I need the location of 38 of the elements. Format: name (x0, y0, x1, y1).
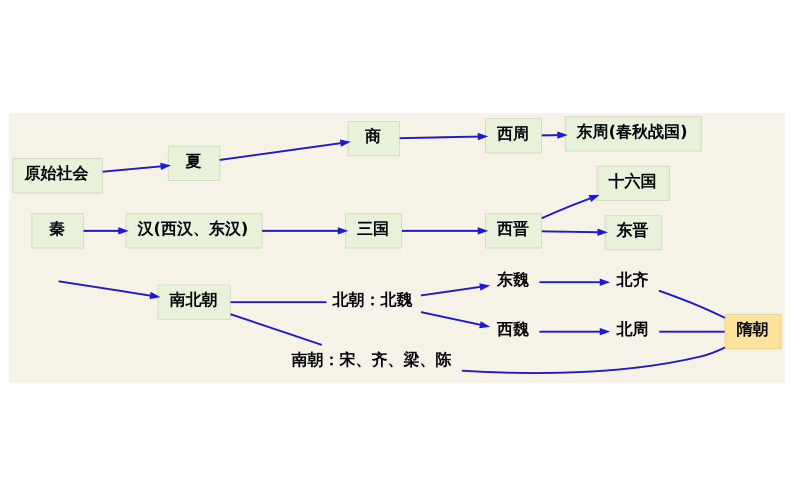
arrow (542, 131, 568, 139)
arrow (84, 227, 129, 235)
node-text: 北齐 (616, 270, 649, 290)
arrow (220, 140, 351, 161)
arrow (402, 227, 488, 235)
connector (659, 330, 725, 333)
node-box: 原始社会 (12, 158, 103, 194)
arrow (262, 227, 348, 235)
connector (462, 346, 726, 374)
node-box: 汉(西汉、东汉) (126, 213, 262, 248)
node-box: 十六国 (596, 166, 670, 201)
node-box: 隋朝 (724, 314, 782, 350)
node-box: 西周 (484, 118, 542, 154)
node-text: 南朝：宋、齐、梁、陈 (291, 350, 452, 370)
connector (230, 313, 322, 346)
arrow (102, 162, 172, 173)
node-box: 西晋 (484, 213, 542, 248)
arrow (400, 132, 488, 140)
node-text: 北周 (616, 320, 649, 339)
node-box: 商 (348, 121, 400, 156)
node-text: 西魏 (496, 320, 529, 339)
node-box: 南北朝 (157, 284, 231, 320)
node-text: 东魏 (496, 270, 529, 290)
arrow (420, 311, 490, 328)
node-text: 北朝：北魏 (332, 290, 412, 310)
connector (230, 301, 326, 304)
arrow (541, 194, 600, 220)
connector (658, 290, 726, 319)
node-box: 夏 (168, 146, 220, 181)
node-box: 三国 (345, 213, 402, 248)
arrow (58, 280, 160, 300)
node-box: 秦 (31, 213, 84, 248)
arrow (542, 228, 608, 236)
arrow (420, 283, 490, 296)
node-box: 东晋 (604, 215, 662, 250)
arrow (539, 328, 610, 336)
node-box: 东周(春秋战国) (564, 116, 702, 152)
arrow (539, 278, 610, 286)
